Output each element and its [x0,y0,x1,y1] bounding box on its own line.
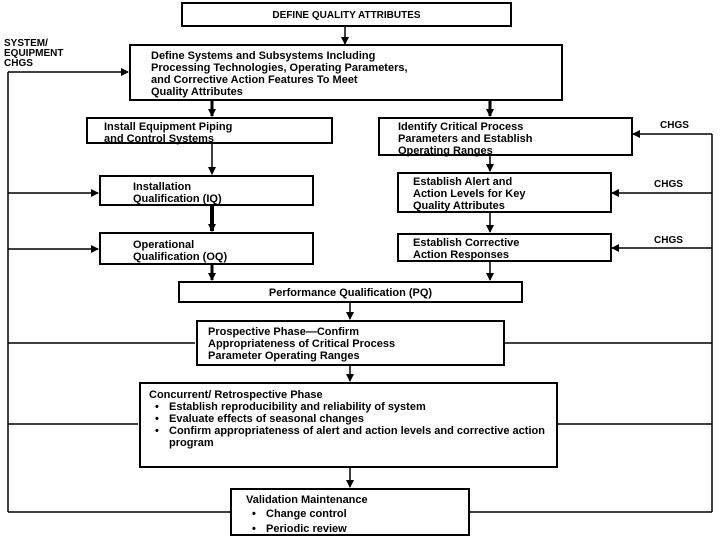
prospective-line: Appropriateness of Critical Process [208,338,396,350]
prospective-phase-box: Prospective Phase—Confirm Appropriatenes… [196,320,505,366]
oq-line: Qualification (OQ) [133,251,228,263]
define-quality-attributes-box: DEFINE QUALITY ATTRIBUTES [181,2,512,27]
establish-alert-levels-box: Establish Alert and Action Levels for Ke… [397,172,612,213]
identify-critical-parameters-box: Identify Critical Process Parameters and… [378,117,633,157]
concurrent-retrospective-box: Concurrent/ Retrospective Phase Establis… [139,382,558,468]
establish-corrective-action-box: Establish Corrective Action Responses [397,233,612,262]
installation-qualification-box: Installation Qualification (IQ) [99,175,314,206]
chgs-label-3: CHGS [654,235,683,246]
concurrent-title: Concurrent/ Retrospective Phase [149,389,323,401]
chgs-label-1: CHGS [660,120,689,131]
system-equipment-chgs-label: SYSTEM/ EQUIPMENT CHGS [4,39,63,69]
iq-line: Qualification (IQ) [133,193,222,205]
iq-line: Installation [133,181,192,193]
side-label-line: CHGS [4,58,33,69]
install-equipment-line: Install Equipment Piping [104,121,233,133]
establish-alert-line: Quality Attributes [413,200,505,212]
prospective-line: Prospective Phase—Confirm [208,326,359,338]
concurrent-bullet: Evaluate effects of seasonal changes [149,413,548,425]
establish-corrective-line: Action Responses [413,249,509,261]
define-systems-line: Quality Attributes [151,86,243,98]
define-systems-line: Define Systems and Subsystems Including [151,50,376,62]
concurrent-bullet-list: Establish reproducibility and reliabilit… [149,401,548,449]
establish-alert-line: Action Levels for Key [413,188,526,200]
identify-critical-line: Operating Ranges [398,145,493,157]
operational-qualification-box: Operational Qualification (OQ) [99,232,314,265]
concurrent-bullet: Confirm appropriateness of alert and act… [149,425,548,449]
define-systems-box: Define Systems and Subsystems Including … [129,44,563,101]
define-quality-attributes-text: DEFINE QUALITY ATTRIBUTES [272,10,421,21]
establish-alert-line: Establish Alert and [413,176,513,188]
establish-corrective-line: Establish Corrective [413,237,520,249]
maintenance-bullet: Periodic review [246,523,468,535]
oq-line: Operational [133,239,195,251]
side-label-line: SYSTEM/ [4,38,48,49]
maintenance-bullet: Change control [246,508,468,520]
identify-critical-line: Identify Critical Process [398,121,524,133]
maintenance-bullet-list: Change control Periodic review [246,508,468,535]
define-systems-line: and Corrective Action Features To Meet [151,74,358,86]
chgs-label-2: CHGS [654,179,683,190]
prospective-line: Parameter Operating Ranges [208,350,360,362]
performance-qualification-box: Performance Qualification (PQ) [178,281,523,303]
identify-critical-line: Parameters and Establish [398,133,533,145]
validation-maintenance-title: Validation Maintenance [246,494,368,506]
side-label-line: EQUIPMENT [4,48,64,59]
define-systems-line: Processing Technologies, Operating Param… [151,62,408,74]
concurrent-bullet: Establish reproducibility and reliabilit… [149,401,548,413]
install-equipment-line: and Control Systems [104,133,215,145]
validation-maintenance-box: Validation Maintenance Change control Pe… [230,488,470,536]
install-equipment-box: Install Equipment Piping and Control Sys… [86,117,333,145]
pq-text: Performance Qualification (PQ) [268,287,433,299]
